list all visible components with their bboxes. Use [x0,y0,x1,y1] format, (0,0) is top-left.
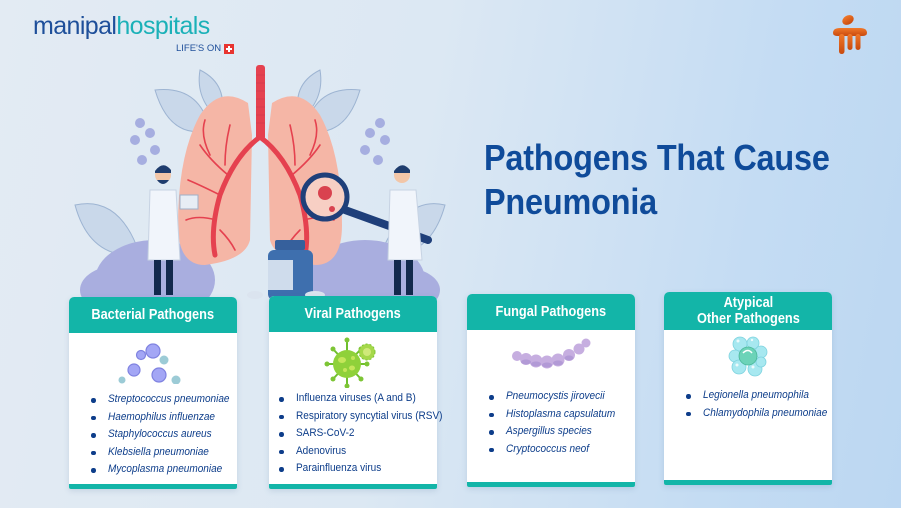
fungal-chain-icon [512,338,591,369]
card-title: Bacterial Pathogens [91,307,215,323]
list-item: Legionella pneumophila [686,387,828,405]
list-item: Adenovirus [279,443,433,461]
bacterial-pathogens-card: Bacterial Pathogens Streptococcus pneumo… [69,297,237,489]
card-title: Atypical Other Pathogens [696,295,800,327]
logo-manipal: manipal [33,12,117,40]
manipal-emblem-icon [833,15,867,54]
list-item: Pneumocystis jirovecii [489,388,631,406]
bacteria-cluster-icon [118,343,181,384]
card-bottom-bar [69,484,237,489]
list-item: Streptococcus pneumoniae [91,391,233,409]
lungs-icon [178,65,342,265]
virus-icon [324,337,376,388]
lungs-doctors-illustration [74,65,446,300]
pathogen-list: Legionella pneumophila Chlamydophila pne… [686,387,828,422]
list-item: Mycoplasma pneumoniae [91,461,233,479]
list-item: Respiratory syncytial virus (RSV) [279,408,442,426]
list-item: SARS-CoV-2 [279,425,433,443]
card-header: Viral Pathogens [269,296,437,332]
doctor-left-figure [147,165,199,295]
logo-wordmark: manipalhospitals [33,12,210,40]
list-item: Staphylococcus aureus [91,426,233,444]
card-bottom-bar [664,480,832,485]
card-header: Bacterial Pathogens [69,297,237,333]
list-item: Klebsiella pneumoniae [91,444,233,462]
list-item: Aspergillus species [489,423,631,441]
doctor-right-figure [387,165,423,295]
title-line-2: Pneumonia [484,181,658,222]
pathogen-list: Pneumocystis jirovecii Histoplasma capsu… [489,388,631,458]
viral-pathogens-card: Viral Pathogens Influenza viruses (A and… [269,296,442,489]
tagline-text: LIFE'S ON [176,43,222,54]
medicine-bottle-icon [247,240,325,300]
cell-cluster-icon [728,336,768,377]
manipal-hospitals-logo: manipalhospitals LIFE'S ON [33,12,235,54]
logo-tagline: LIFE'S ON [176,43,235,54]
card-title: Fungal Pathogens [495,304,607,320]
title-line-1: Pathogens That Cause [484,137,830,178]
atypical-pathogens-card: Atypical Other Pathogens Legionella pneu… [664,292,832,485]
red-cross-icon [224,43,235,54]
list-item: Histoplasma capsulatum [489,406,631,424]
card-bottom-bar [467,482,635,487]
list-item: Influenza viruses (A and B) [279,390,433,408]
list-item: Cryptococcus neof [489,441,631,459]
card-header: Atypical Other Pathogens [664,292,832,330]
page-title: Pathogens That Cause Pneumonia [484,136,844,224]
pathogen-list: Streptococcus pneumoniae Haemophilus inf… [91,391,233,479]
list-item: Parainfluenza virus [279,460,433,478]
fungal-pathogens-card: Fungal Pathogens Pneumocystis jirovecii … [467,294,635,487]
sprig-icon [130,118,390,165]
pathogen-list: Influenza viruses (A and B) Respiratory … [279,390,442,478]
list-item: Haemophilus influenzae [91,409,233,427]
card-bottom-bar [269,484,437,489]
list-item: Chlamydophila pneumoniae [686,405,828,423]
card-header: Fungal Pathogens [467,294,635,330]
logo-hospitals: hospitals [116,12,210,40]
card-title: Viral Pathogens [304,306,402,322]
